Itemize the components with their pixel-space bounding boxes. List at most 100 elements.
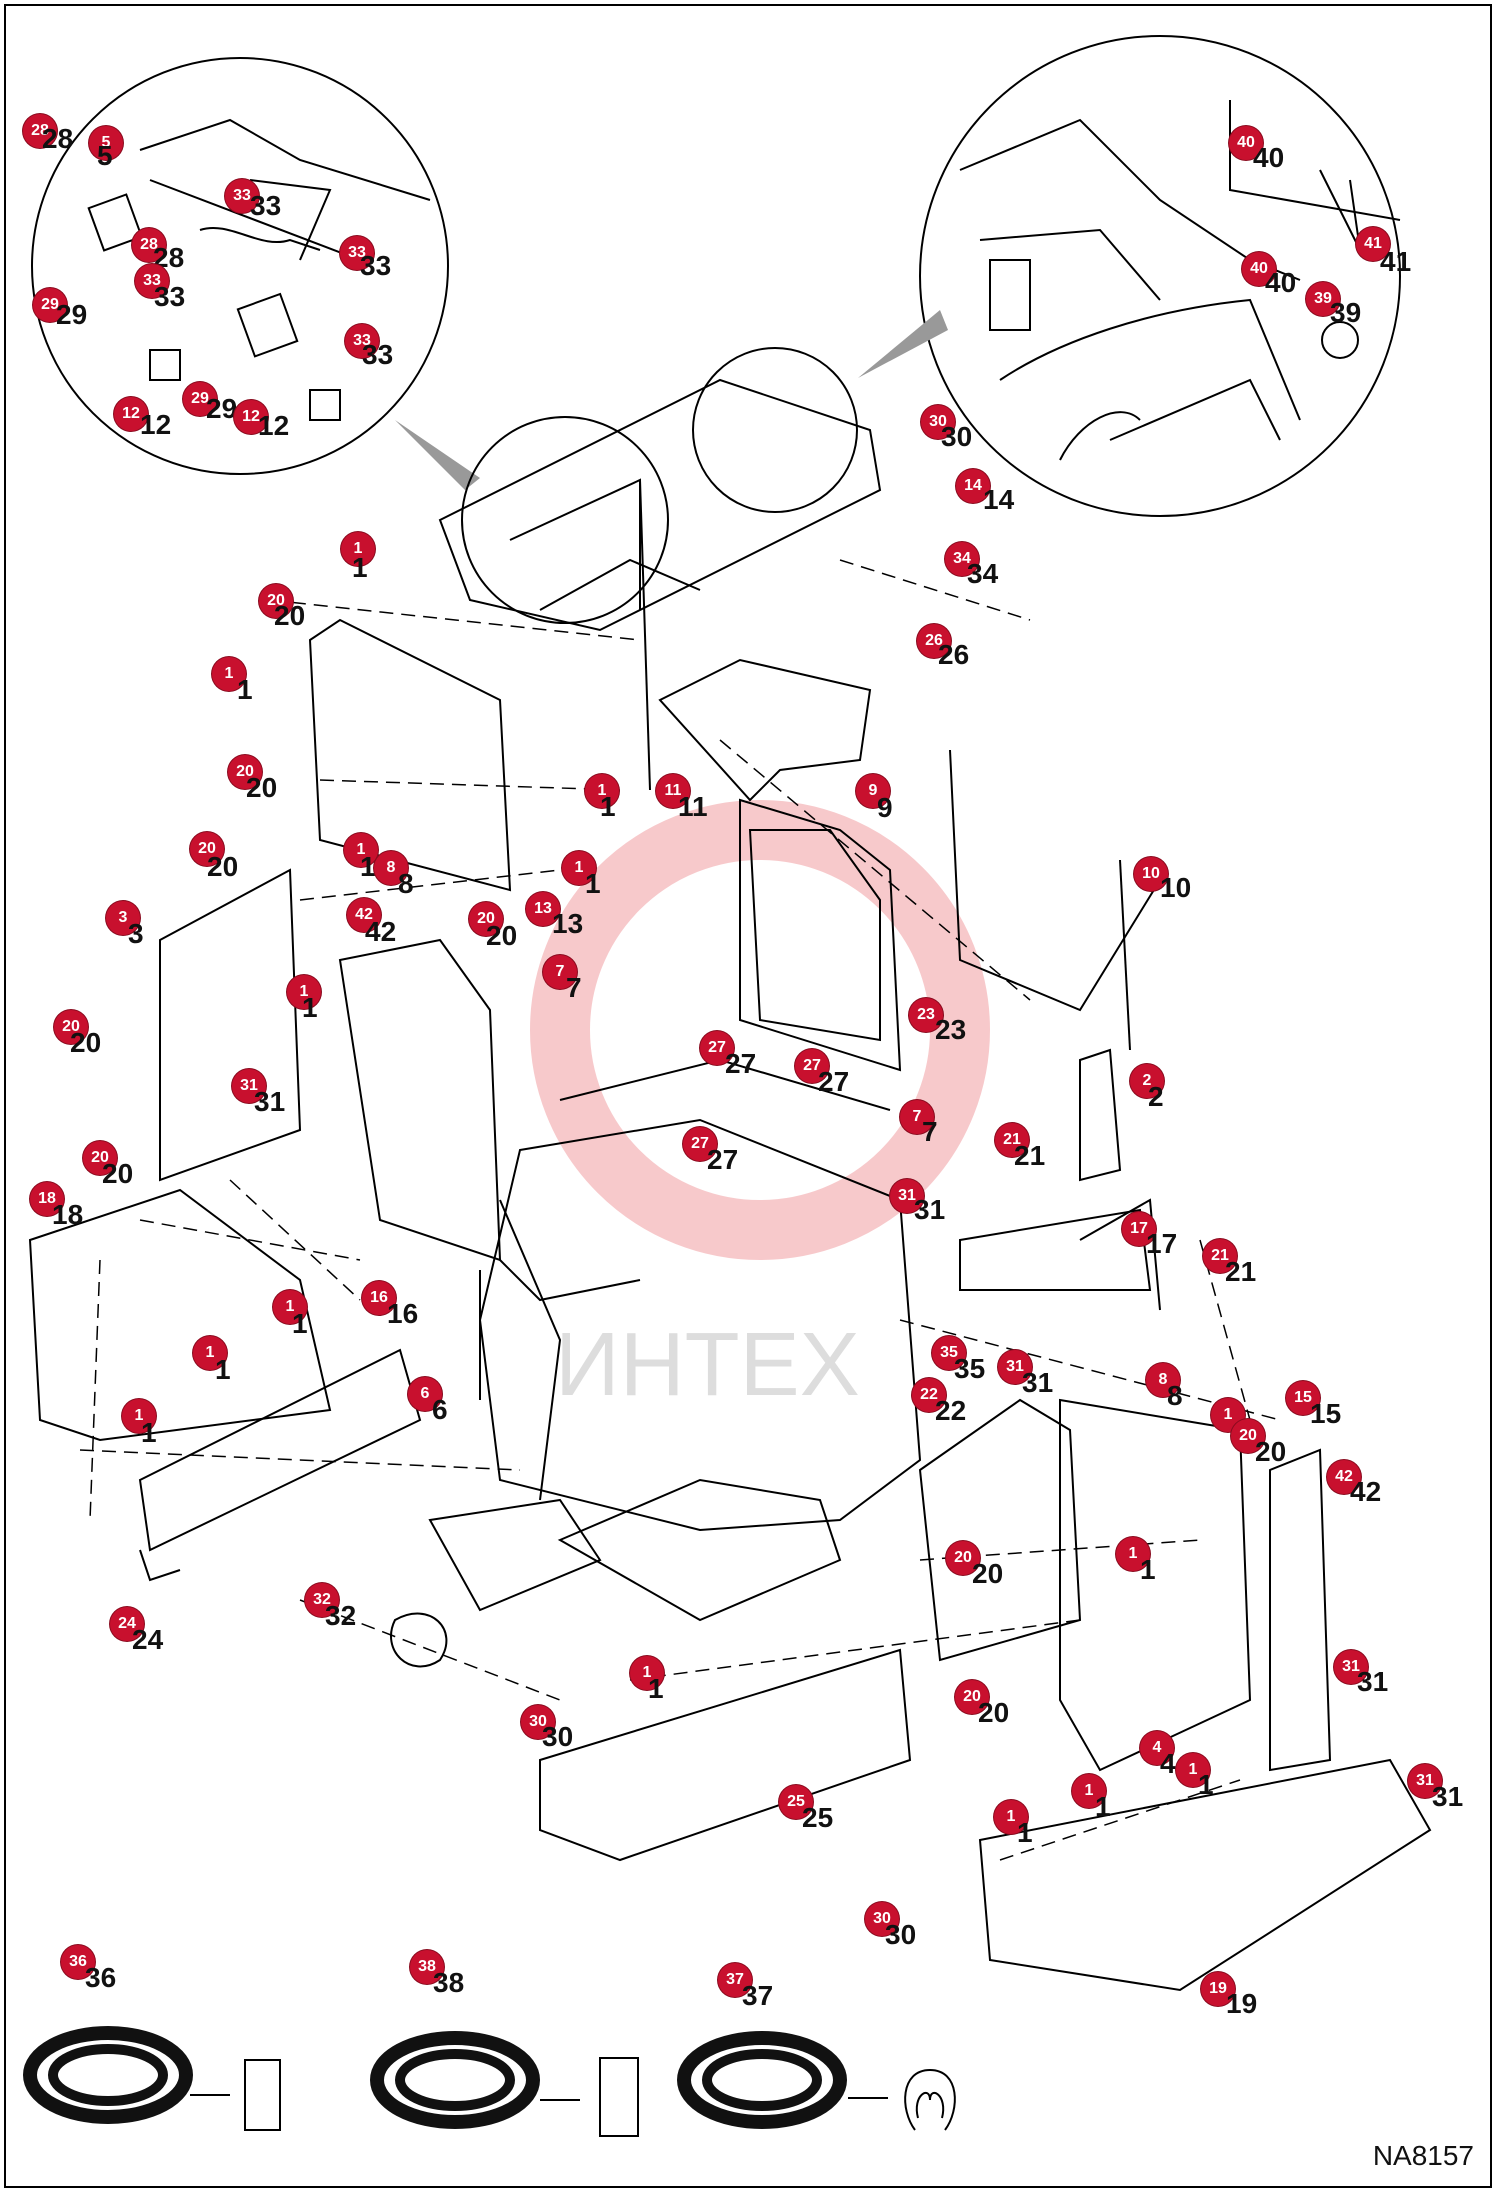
part-number-label: 28 [42,123,74,154]
hose-coil-36 [23,2026,193,2124]
part-number-label: 31 [1432,1781,1464,1812]
part-number-label: 33 [154,281,186,312]
callout-badge: 20 [54,1010,88,1044]
part-number-label: 32 [325,1600,357,1631]
part-number-label: 31 [254,1086,286,1117]
callout-badge: 36 [61,1945,95,1979]
callout-badge: 12 [234,400,268,434]
callout-badge: 41 [1356,227,1390,261]
part-number-label: 33 [362,339,394,370]
callout-badge: 1 [1116,1537,1150,1571]
callout-badge: 31 [998,1350,1032,1384]
part-number-label: 40 [1265,267,1297,298]
part-number-label: 20 [102,1158,134,1189]
callout-badge: 20 [259,584,293,618]
callout-badge: 20 [83,1141,117,1175]
callout-badge: 20 [955,1680,989,1714]
part-number-label: 41 [1380,246,1412,277]
part-number-label: 11 [678,791,708,822]
callout-badge: 29 [183,382,217,416]
callout-badge: 7 [900,1100,934,1134]
engine-bay-detail [959,100,1401,461]
part-number-label: 31 [1357,1666,1389,1697]
part-number-label: 18 [52,1199,84,1230]
callout-badge: 31 [232,1069,266,1103]
part-number-label: 36 [85,1962,117,1993]
callout-badge: 1 [630,1656,664,1690]
callout-badge: 11 [656,774,690,808]
callout-badge: 28 [23,114,57,148]
part-number-label: 1 [215,1354,231,1385]
part-number-label: 21 [1225,1256,1257,1287]
callout-badge: 24 [110,1607,144,1641]
callout-badge: 30 [921,405,955,439]
callout-badge: 3 [106,901,140,935]
callout-badge: 31 [1408,1764,1442,1798]
part-number-label: 1 [292,1308,308,1339]
callout-badge: 23 [909,998,943,1032]
part-number-label: 37 [742,1980,774,2011]
callout-badge: 20 [190,832,224,866]
detail-circle-right [919,35,1401,517]
callout-badge: 28 [132,228,166,262]
side-panels [28,478,1432,1992]
part-number-label: 16 [387,1298,419,1329]
part-number-label: 31 [1022,1367,1054,1398]
part-number-label: 38 [433,1967,465,1998]
part-number-label: 34 [967,558,999,589]
callout-badge: 7 [543,955,577,989]
callout-badge: 39 [1306,282,1340,316]
hinge-detail [87,118,431,421]
part-number-label: 9 [877,792,893,823]
callout-badge: 16 [362,1281,396,1315]
callout-badge: 1 [273,1290,307,1324]
part-number-label: 1 [585,868,601,899]
part-number-label: 27 [725,1048,757,1079]
assembly-leader-lines [79,559,1281,1861]
callout-badge: 1 [585,774,619,808]
callout-badge: 20 [469,902,503,936]
callout-badge: 34 [945,542,979,576]
callout-badge: 30 [521,1705,555,1739]
callout-badge: 12 [114,397,148,431]
part-number-label: 20 [246,772,278,803]
part-number-label: 15 [1310,1398,1342,1429]
watermark-text: ИНТЕХ [555,1315,860,1415]
callout-badge: 32 [305,1583,339,1617]
callout-badge: 5 [89,126,123,160]
part-number-label: 35 [954,1353,986,1384]
callout-badge: 42 [347,898,381,932]
callout-badge: 38 [410,1950,444,1984]
part-number-label: 26 [938,639,970,670]
coil-36-profile [244,2059,281,2131]
part-number-label: 30 [885,1919,917,1950]
callout-badge: 1 [1072,1774,1106,1808]
part-number-label: 29 [56,299,88,330]
callout-badge: 1 [1176,1753,1210,1787]
callout-badge: 33 [135,264,169,298]
callout-badge: 19 [1201,1972,1235,2006]
callout-badge: 40 [1242,252,1276,286]
callout-badge: 4 [1140,1731,1174,1765]
callout-badge: 37 [718,1963,752,1997]
callout-badge: 8 [374,851,408,885]
callout-badge: 1 [341,532,375,566]
machine-frame [159,378,922,1668]
part-number-label: 13 [552,908,584,939]
callout-badge: 1 [994,1800,1028,1834]
callout-badge: 1 [287,975,321,1009]
part-number-label: 21 [1014,1140,1046,1171]
part-number-label: 14 [983,484,1015,515]
part-number-label: 10 [1160,872,1192,903]
part-number-label: 20 [978,1697,1010,1728]
part-number-label: 25 [802,1802,834,1833]
part-number-label: 2 [1148,1081,1164,1112]
part-number-label: 42 [1350,1476,1382,1507]
callout-badge: 20 [228,755,262,789]
detail-source-circle-a [461,416,669,624]
callout-badge: 27 [795,1049,829,1083]
part-number-label: 31 [914,1194,946,1225]
callout-badge: 6 [408,1377,442,1411]
part-number-label: 33 [250,190,282,221]
